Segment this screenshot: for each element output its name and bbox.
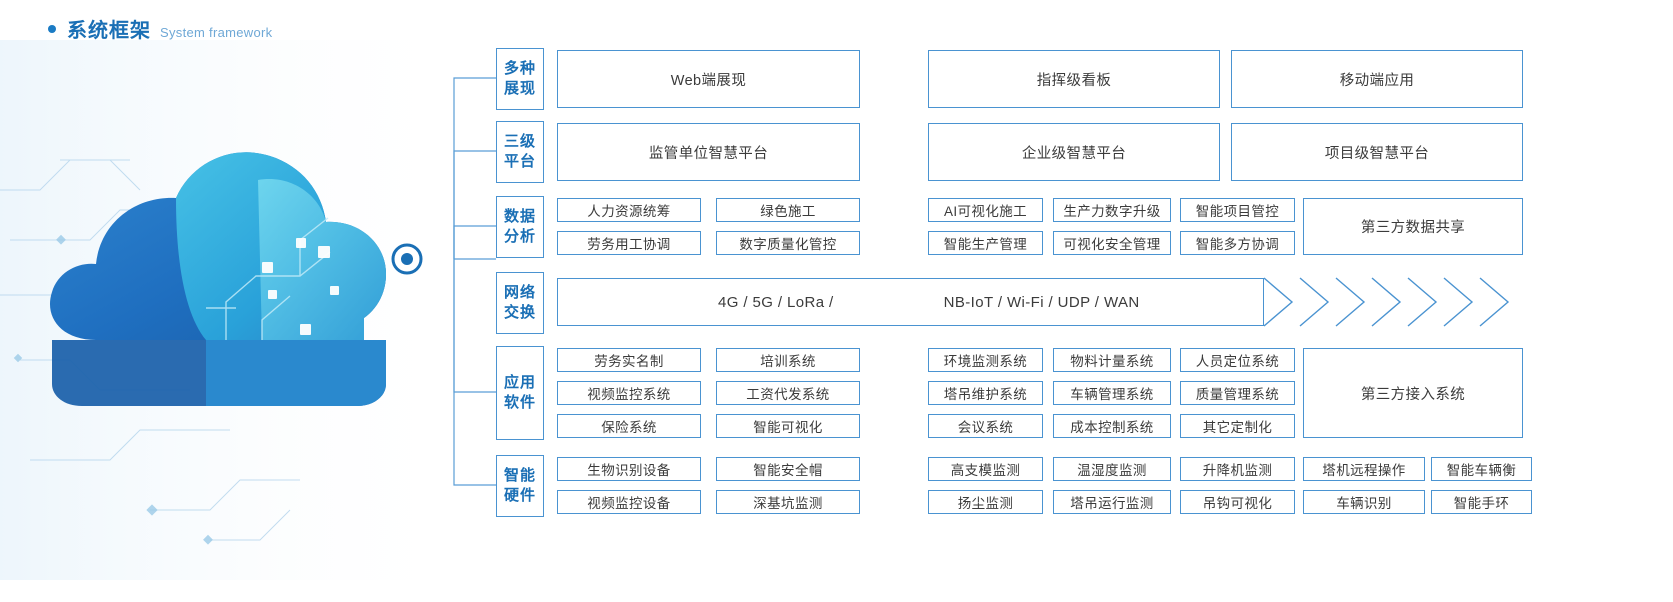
item-smart-multiparty-coord[interactable]: 智能多方协调 <box>1180 231 1295 255</box>
bullet-dot-icon <box>48 25 56 33</box>
cloud-illustration <box>0 40 470 580</box>
item-smart-visualization[interactable]: 智能可视化 <box>716 414 860 438</box>
category-line: 交换 <box>503 304 536 321</box>
connector-tree <box>452 44 502 514</box>
item-smart-production-mgmt[interactable]: 智能生产管理 <box>928 231 1043 255</box>
page-title-en: System framework <box>160 25 273 40</box>
network-arrow-chevrons <box>1263 277 1510 327</box>
category-yingyong-ruanjian: 应用 软件 <box>496 346 544 440</box>
network-segment-1: 4G / 5G / LoRa / <box>718 293 834 311</box>
item-quality-management-system[interactable]: 质量管理系统 <box>1180 381 1295 405</box>
network-segment-2: NB-IoT / Wi-Fi / UDP / WAN <box>943 293 1140 311</box>
category-line: 智能 <box>503 466 536 484</box>
category-line: 多种 <box>503 59 536 77</box>
category-duozhong-zhanxian: 多种 展现 <box>496 48 544 110</box>
item-training-system[interactable]: 培训系统 <box>716 348 860 372</box>
item-material-metering-system[interactable]: 物料计量系统 <box>1053 348 1171 372</box>
category-shuju-fenxi: 数据 分析 <box>496 196 544 258</box>
item-smart-project-control[interactable]: 智能项目管控 <box>1180 198 1295 222</box>
category-wangluo-jiaohuan: 网络 交换 <box>496 272 544 334</box>
item-high-formwork-monitoring[interactable]: 高支模监测 <box>928 457 1043 481</box>
item-project-platform[interactable]: 项目级智慧平台 <box>1231 123 1523 181</box>
category-line: 应用 <box>503 373 536 391</box>
item-smart-wristband[interactable]: 智能手环 <box>1431 490 1532 514</box>
item-third-party-access-system[interactable]: 第三方接入系统 <box>1303 348 1523 438</box>
item-smart-vehicle-scale[interactable]: 智能车辆衡 <box>1431 457 1532 481</box>
item-video-surveillance-system[interactable]: 视频监控系统 <box>557 381 701 405</box>
item-labor-realname[interactable]: 劳务实名制 <box>557 348 701 372</box>
item-insurance-system[interactable]: 保险系统 <box>557 414 701 438</box>
item-vehicle-recognition[interactable]: 车辆识别 <box>1303 490 1425 514</box>
item-smart-helmet[interactable]: 智能安全帽 <box>716 457 860 481</box>
item-productivity-upgrade[interactable]: 生产力数字升级 <box>1053 198 1171 222</box>
item-deep-foundation-monitoring[interactable]: 深基坑监测 <box>716 490 860 514</box>
item-digital-quality-control[interactable]: 数字质量化管控 <box>716 231 860 255</box>
item-hook-visualization[interactable]: 吊钩可视化 <box>1180 490 1295 514</box>
item-environment-monitoring-system[interactable]: 环境监测系统 <box>928 348 1043 372</box>
item-visual-safety-mgmt[interactable]: 可视化安全管理 <box>1053 231 1171 255</box>
item-personnel-positioning-system[interactable]: 人员定位系统 <box>1180 348 1295 372</box>
category-line: 展现 <box>503 80 536 97</box>
category-line: 网络 <box>503 283 536 301</box>
item-crane-maintenance-system[interactable]: 塔吊维护系统 <box>928 381 1043 405</box>
category-line: 数据 <box>503 207 536 225</box>
item-green-construction[interactable]: 绿色施工 <box>716 198 860 222</box>
network-exchange-bar: 4G / 5G / LoRa / NB-IoT / Wi-Fi / UDP / … <box>557 278 1264 326</box>
item-mobile-app[interactable]: 移动端应用 <box>1231 50 1523 108</box>
item-cost-control-system[interactable]: 成本控制系统 <box>1053 414 1171 438</box>
item-other-customization[interactable]: 其它定制化 <box>1180 414 1295 438</box>
item-supervision-platform[interactable]: 监管单位智慧平台 <box>557 123 860 181</box>
page-title-cn: 系统框架 <box>67 20 151 42</box>
item-crane-operation-monitoring[interactable]: 塔吊运行监测 <box>1053 490 1171 514</box>
category-sanji-pingtai: 三级 平台 <box>496 121 544 183</box>
category-line: 三级 <box>503 132 536 150</box>
item-command-dashboard[interactable]: 指挥级看板 <box>928 50 1220 108</box>
category-line: 硬件 <box>503 487 536 504</box>
item-tower-crane-remote-operation[interactable]: 塔机远程操作 <box>1303 457 1425 481</box>
item-dust-monitoring[interactable]: 扬尘监测 <box>928 490 1043 514</box>
item-conference-system[interactable]: 会议系统 <box>928 414 1043 438</box>
category-line: 平台 <box>503 153 536 170</box>
item-video-surveillance-device[interactable]: 视频监控设备 <box>557 490 701 514</box>
category-zhineng-yingjian: 智能 硬件 <box>496 455 544 517</box>
item-ai-visual-construction[interactable]: AI可视化施工 <box>928 198 1043 222</box>
item-payroll-system[interactable]: 工资代发系统 <box>716 381 860 405</box>
item-web-display[interactable]: Web端展现 <box>557 50 860 108</box>
item-third-party-data-sharing[interactable]: 第三方数据共享 <box>1303 198 1523 255</box>
item-hr-coordination[interactable]: 人力资源统筹 <box>557 198 701 222</box>
item-vehicle-management-system[interactable]: 车辆管理系统 <box>1053 381 1171 405</box>
category-line: 软件 <box>503 394 536 411</box>
item-enterprise-platform[interactable]: 企业级智慧平台 <box>928 123 1220 181</box>
category-line: 分析 <box>503 228 536 245</box>
item-elevator-monitoring[interactable]: 升降机监测 <box>1180 457 1295 481</box>
item-biometric-device[interactable]: 生物识别设备 <box>557 457 701 481</box>
item-temperature-humidity-monitoring[interactable]: 温湿度监测 <box>1053 457 1171 481</box>
item-labor-coordination[interactable]: 劳务用工协调 <box>557 231 701 255</box>
page-title: 系统框架 System framework <box>48 14 272 43</box>
